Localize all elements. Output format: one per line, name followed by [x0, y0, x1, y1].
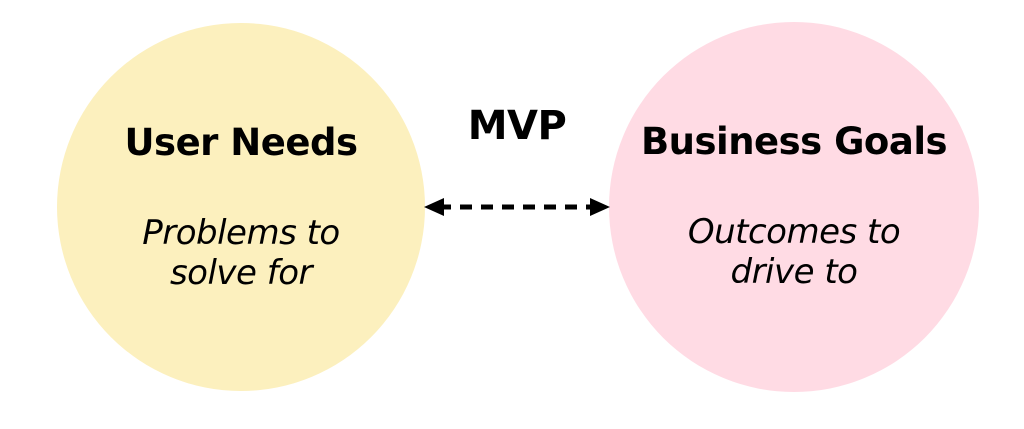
user-needs-subtitle-line-1: Problems to: [142, 213, 340, 253]
business-goals-subtitle-line-1: Outcomes to: [687, 212, 901, 252]
business-goals-subtitle: Outcomes to drive to: [609, 212, 979, 292]
business-goals-subtitle-line-2: drive to: [730, 252, 859, 292]
business-goals-circle: Business Goals Outcomes to drive to: [609, 22, 979, 392]
user-needs-circle: User Needs Problems to solve for: [57, 23, 425, 391]
user-needs-subtitle: Problems to solve for: [57, 213, 425, 293]
user-needs-title: User Needs: [124, 121, 358, 164]
double-arrow-dashed-icon: [424, 198, 610, 216]
mvp-label: MVP: [467, 103, 567, 149]
business-goals-title: Business Goals: [640, 120, 948, 163]
user-needs-subtitle-line-2: solve for: [169, 253, 313, 293]
